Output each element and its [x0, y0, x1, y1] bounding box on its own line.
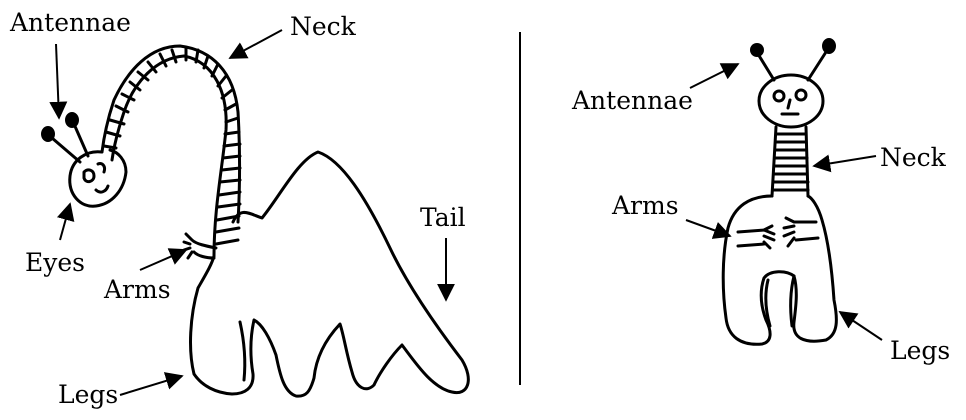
- left-eye-2: [98, 163, 105, 172]
- left-label-eyes: Eyes: [25, 250, 85, 275]
- left-label-neck: Neck: [290, 14, 356, 39]
- right-body-outline: [723, 196, 836, 344]
- left-label-tail: Tail: [420, 205, 466, 230]
- arrow-neck-right: [814, 156, 876, 166]
- right-arrows: [686, 64, 882, 340]
- right-neck-outline: [772, 127, 808, 196]
- right-arm-right: [784, 218, 818, 246]
- left-antenna-2: [74, 124, 88, 156]
- right-antenna-2: [808, 52, 826, 80]
- arrow-antennae-left: [56, 44, 59, 118]
- arrow-arms-left: [140, 250, 186, 270]
- left-body-outline: [191, 152, 469, 396]
- left-antenna-1: [52, 138, 80, 162]
- arrow-antennae-right: [690, 64, 738, 88]
- right-antenna-1: [758, 54, 774, 80]
- left-neck-stripes: [104, 48, 240, 244]
- right-label-arms: Arms: [612, 193, 679, 218]
- right-nose: [788, 100, 790, 108]
- left-neck-outer: [112, 56, 226, 256]
- arrow-eyes-left: [60, 204, 70, 240]
- arrow-arms-right: [686, 220, 730, 236]
- right-creature-drawing: [723, 52, 836, 344]
- arrow-legs-left: [120, 376, 182, 395]
- left-antenna-tips: [41, 112, 79, 142]
- right-eye-2: [796, 90, 806, 100]
- right-label-legs: Legs: [890, 338, 950, 363]
- left-label-legs: Legs: [58, 382, 118, 407]
- arrow-neck-left: [230, 30, 282, 58]
- right-neck-stripes: [773, 134, 808, 190]
- left-label-arms: Arms: [104, 277, 171, 302]
- left-back-leg-line: [240, 322, 245, 380]
- left-arm: [184, 234, 216, 258]
- right-label-antennae: Antennae: [572, 88, 693, 113]
- left-eye-1: [84, 170, 94, 182]
- right-eye-1: [774, 91, 784, 101]
- left-mouth: [96, 186, 108, 192]
- right-arm-left: [738, 226, 774, 248]
- left-head-outline: [70, 150, 126, 206]
- arrow-legs-right: [840, 312, 882, 340]
- right-label-neck: Neck: [880, 145, 946, 170]
- left-label-antennae: Antennae: [10, 10, 131, 35]
- left-creature-drawing: [52, 46, 468, 396]
